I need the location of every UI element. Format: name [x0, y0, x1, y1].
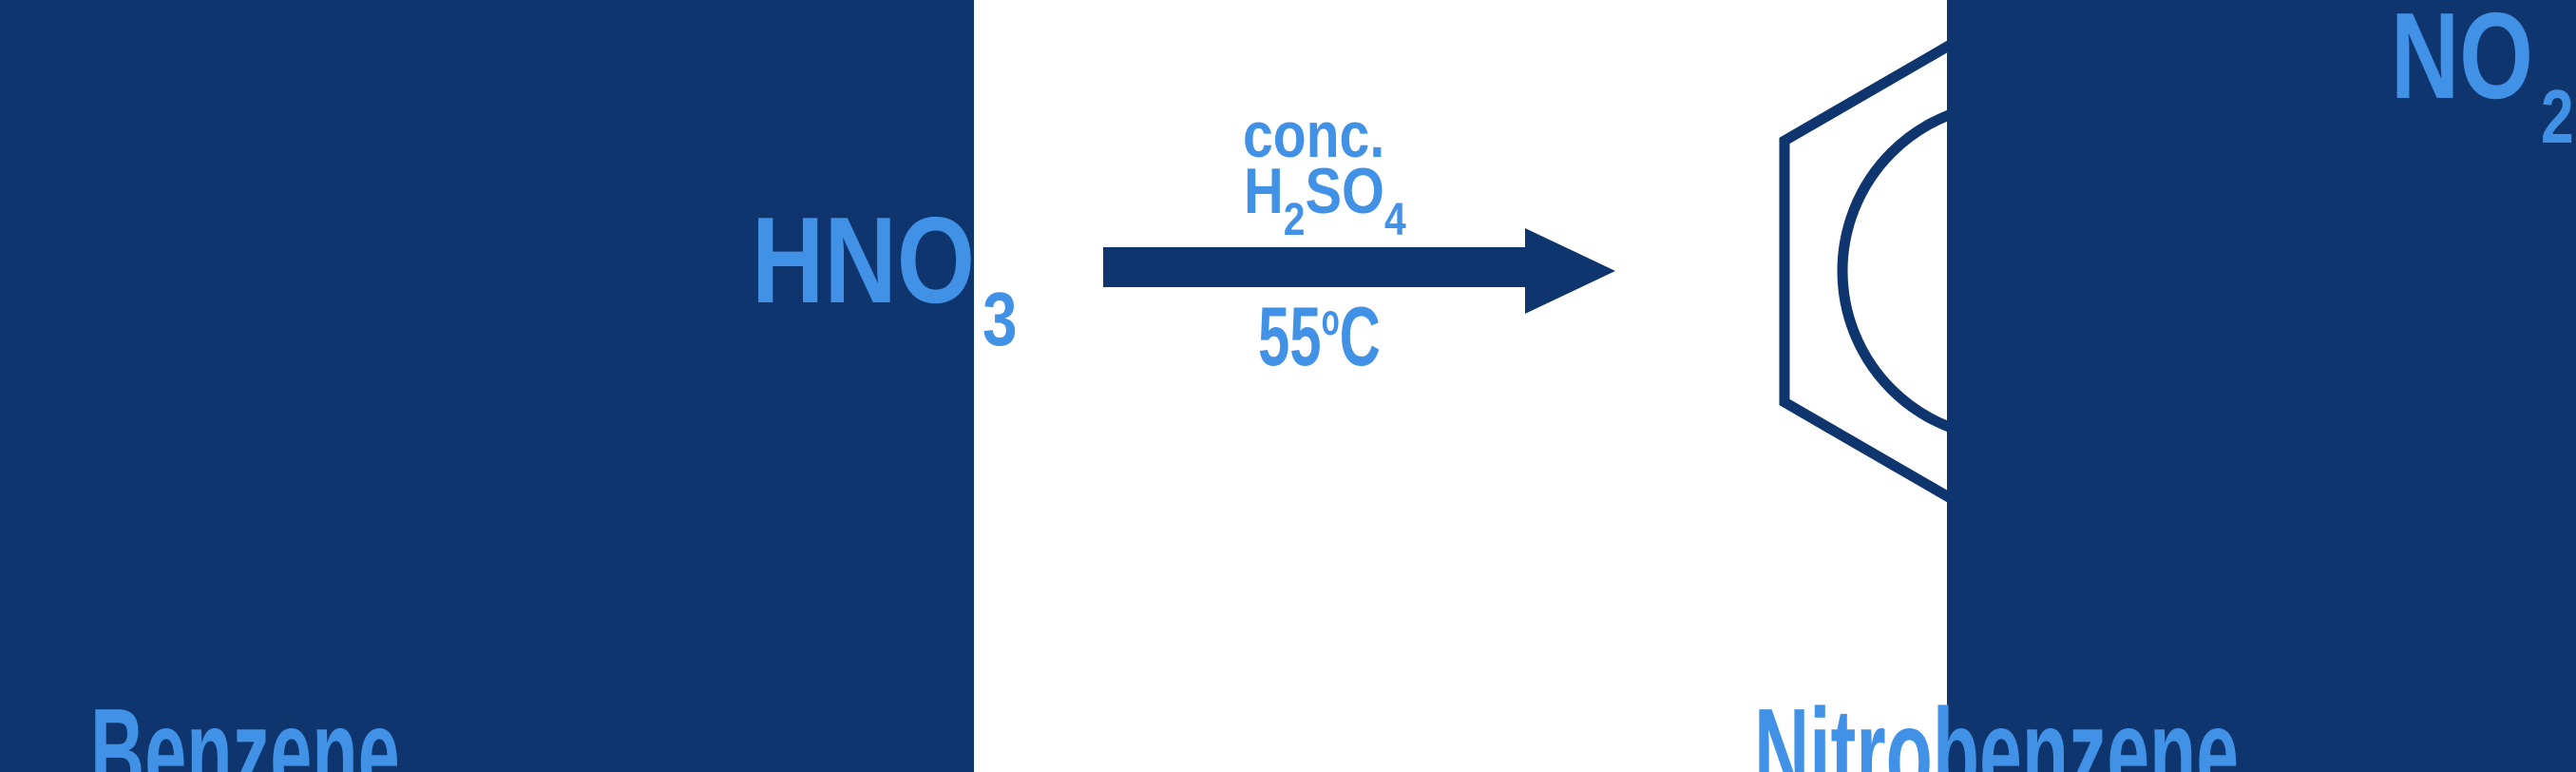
reagent-part-h: H — [1244, 155, 1284, 227]
degree-symbol: o — [1321, 295, 1340, 344]
reactant-panel — [0, 0, 974, 772]
temperature-value: 55 — [1258, 289, 1322, 383]
reagent-part-so: SO — [1305, 155, 1384, 227]
reaction-arrow-head-icon — [1525, 228, 1615, 314]
product-substituent-subscript: 2 — [2541, 74, 2574, 159]
product-substituent-main: NO — [2391, 0, 2533, 125]
condition-conc-label: conc. — [1243, 99, 1385, 171]
product-panel — [1947, 0, 2576, 772]
reactant-formula-subscript: 3 — [983, 277, 1018, 361]
product-name-label: Nitrobenzene — [1754, 683, 2240, 772]
reagent-subscript-4: 4 — [1383, 195, 1406, 245]
reaction-arrow-body — [1103, 247, 1531, 287]
condition-reagent-formula: H2SO4 — [1244, 159, 1406, 243]
reagent-subscript-2: 2 — [1283, 195, 1306, 245]
reactant-formula-main: HNO — [752, 192, 976, 329]
reactant-name-label: Benzene — [90, 683, 400, 772]
temperature-unit: C — [1339, 289, 1381, 383]
condition-temperature: 55oC — [1258, 295, 1381, 378]
